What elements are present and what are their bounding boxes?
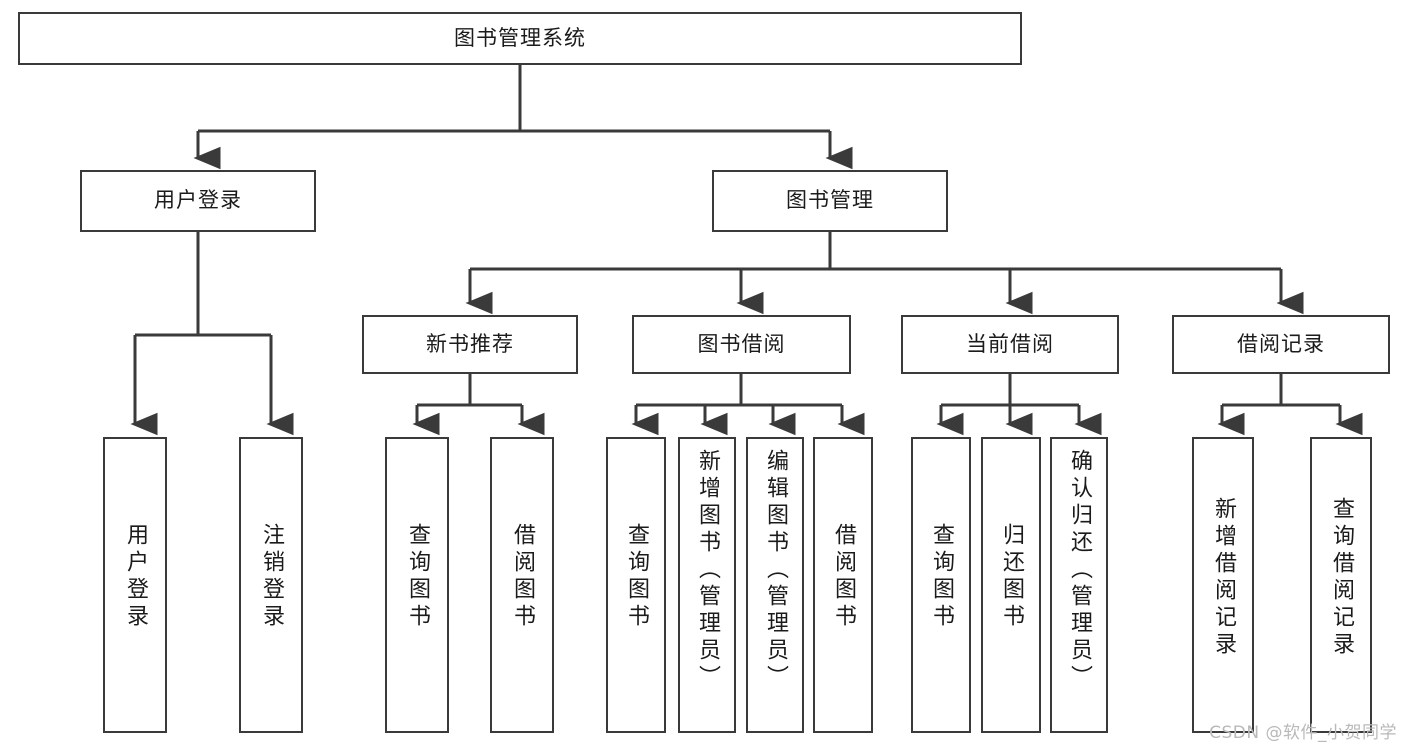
leaf-book-borrow-edit[interactable]: 编辑图书（管理员）: [746, 437, 804, 733]
node-current-borrow[interactable]: 当前借阅: [901, 315, 1119, 374]
node-label: 查询借阅记录: [1329, 497, 1354, 659]
node-label: 编辑图书（管理员）: [763, 449, 788, 692]
node-label: 图书管理: [786, 188, 874, 213]
node-label: 新书推荐: [426, 331, 514, 356]
node-label: 归还图书: [999, 523, 1024, 631]
node-label: 用户登录: [154, 188, 242, 213]
node-label: 注销登录: [259, 523, 284, 631]
node-label: 图书借阅: [697, 331, 786, 356]
node-label: 查询图书: [624, 523, 649, 631]
leaf-book-borrow-query[interactable]: 查询图书: [606, 437, 666, 733]
leaf-user-login-signout[interactable]: 注销登录: [239, 437, 303, 733]
node-label: 查询图书: [929, 523, 954, 631]
node-book-borrow[interactable]: 图书借阅: [632, 315, 851, 374]
node-label: 当前借阅: [966, 331, 1054, 356]
leaf-current-borrow-return[interactable]: 归还图书: [981, 437, 1041, 733]
node-label: 新增图书（管理员）: [695, 449, 720, 692]
node-borrow-record[interactable]: 借阅记录: [1172, 315, 1390, 374]
node-new-book-recommend[interactable]: 新书推荐: [362, 315, 578, 374]
node-label: 借阅图书: [510, 523, 535, 631]
leaf-book-borrow-borrow[interactable]: 借阅图书: [813, 437, 873, 733]
node-root-system[interactable]: 图书管理系统: [18, 12, 1022, 65]
leaf-new-book-query[interactable]: 查询图书: [385, 437, 449, 733]
node-label: 用户登录: [123, 523, 148, 631]
node-user-login[interactable]: 用户登录: [80, 170, 316, 232]
node-label: 查询图书: [405, 523, 430, 631]
leaf-current-borrow-query[interactable]: 查询图书: [911, 437, 971, 733]
node-book-manage[interactable]: 图书管理: [712, 170, 948, 232]
leaf-borrow-record-query[interactable]: 查询借阅记录: [1310, 437, 1372, 733]
leaf-book-borrow-add[interactable]: 新增图书（管理员）: [678, 437, 736, 733]
leaf-new-book-borrow[interactable]: 借阅图书: [490, 437, 554, 733]
node-label: 图书管理系统: [454, 25, 586, 50]
leaf-current-borrow-confirm-return[interactable]: 确认归还（管理员）: [1050, 437, 1108, 733]
node-label: 借阅记录: [1237, 331, 1325, 356]
leaf-user-login-signin[interactable]: 用户登录: [103, 437, 167, 733]
leaf-borrow-record-add[interactable]: 新增借阅记录: [1192, 437, 1254, 733]
node-label: 新增借阅记录: [1211, 497, 1236, 659]
node-label: 借阅图书: [831, 523, 856, 631]
node-label: 确认归还（管理员）: [1067, 449, 1092, 692]
